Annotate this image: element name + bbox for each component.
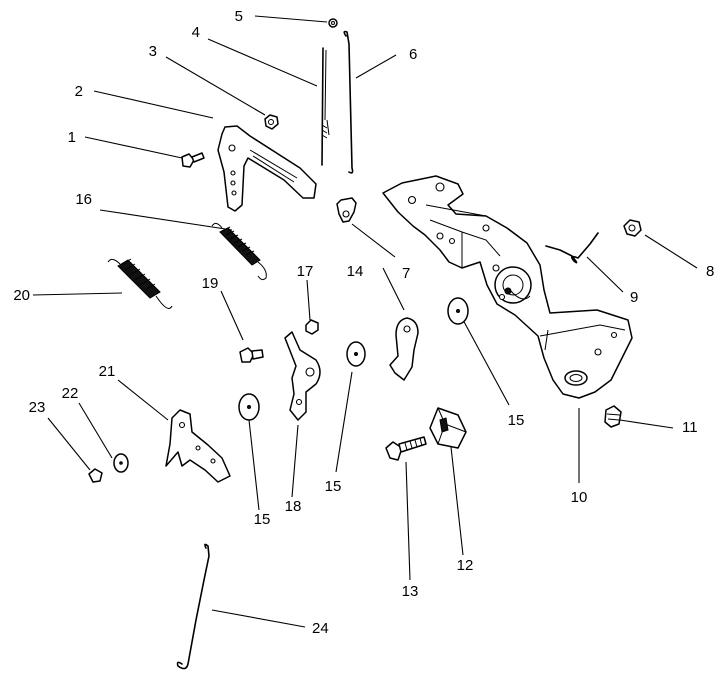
callout-3: 3 (149, 43, 157, 60)
part-22-washer (113, 453, 129, 473)
callout-19: 19 (202, 275, 219, 292)
part-8-nut (623, 219, 642, 237)
callout-8: 8 (706, 263, 714, 280)
part-14-lever (389, 317, 419, 381)
part-15-washer-middle (346, 341, 366, 367)
callout-7: 7 (402, 265, 410, 282)
callout-18: 18 (285, 498, 302, 515)
part-20-spring (107, 258, 173, 309)
callout-12: 12 (457, 557, 474, 574)
part-10-governor-bracket (382, 175, 633, 399)
part-15-washer-left (238, 393, 260, 421)
callout-5: 5 (235, 8, 243, 25)
part-12-nut-clip (429, 407, 467, 449)
part-15-washer-right (447, 297, 469, 325)
callout-16: 16 (75, 191, 92, 208)
part-11-screw (604, 405, 622, 428)
part-16-spring (211, 222, 267, 281)
callout-4: 4 (192, 24, 200, 41)
callout-6: 6 (409, 46, 417, 63)
callout-10: 10 (571, 489, 588, 506)
callout-1: 1 (68, 129, 76, 146)
callout-11: 11 (682, 419, 698, 436)
part-18-lever (284, 331, 321, 421)
callout-22: 22 (62, 385, 79, 402)
part-2-control-bracket (217, 125, 317, 212)
part-3-nut (264, 114, 279, 130)
callout-15-middle: 15 (325, 478, 342, 495)
part-1-screw (181, 152, 205, 168)
callout-23: 23 (29, 399, 46, 416)
part-21-lever (165, 409, 231, 483)
part-17-nut (305, 319, 319, 335)
callout-21: 21 (99, 363, 116, 380)
part-7-clip (336, 197, 357, 223)
callout-15-right: 15 (508, 412, 525, 429)
part-6-governor-rod (343, 30, 354, 174)
part-24-choke-rod (176, 543, 210, 670)
part-19-screw (239, 347, 264, 363)
callout-2: 2 (75, 83, 83, 100)
callout-14: 14 (347, 263, 364, 280)
part-4-spring-link (321, 47, 330, 166)
part-9-spring (545, 232, 599, 264)
callout-24: 24 (312, 620, 329, 637)
callout-15-left: 15 (254, 511, 271, 528)
part-23-screw (88, 468, 103, 483)
part-13-bolt (385, 436, 427, 461)
callout-labels: 1 2 3 4 5 6 7 8 9 10 11 12 13 14 15 15 1… (13, 8, 714, 637)
callout-17: 17 (297, 263, 314, 280)
callout-13: 13 (402, 583, 419, 600)
part-5-nut (328, 18, 338, 28)
callout-20: 20 (13, 287, 30, 304)
leader-lines (32, 15, 698, 628)
callout-9: 9 (630, 289, 638, 306)
